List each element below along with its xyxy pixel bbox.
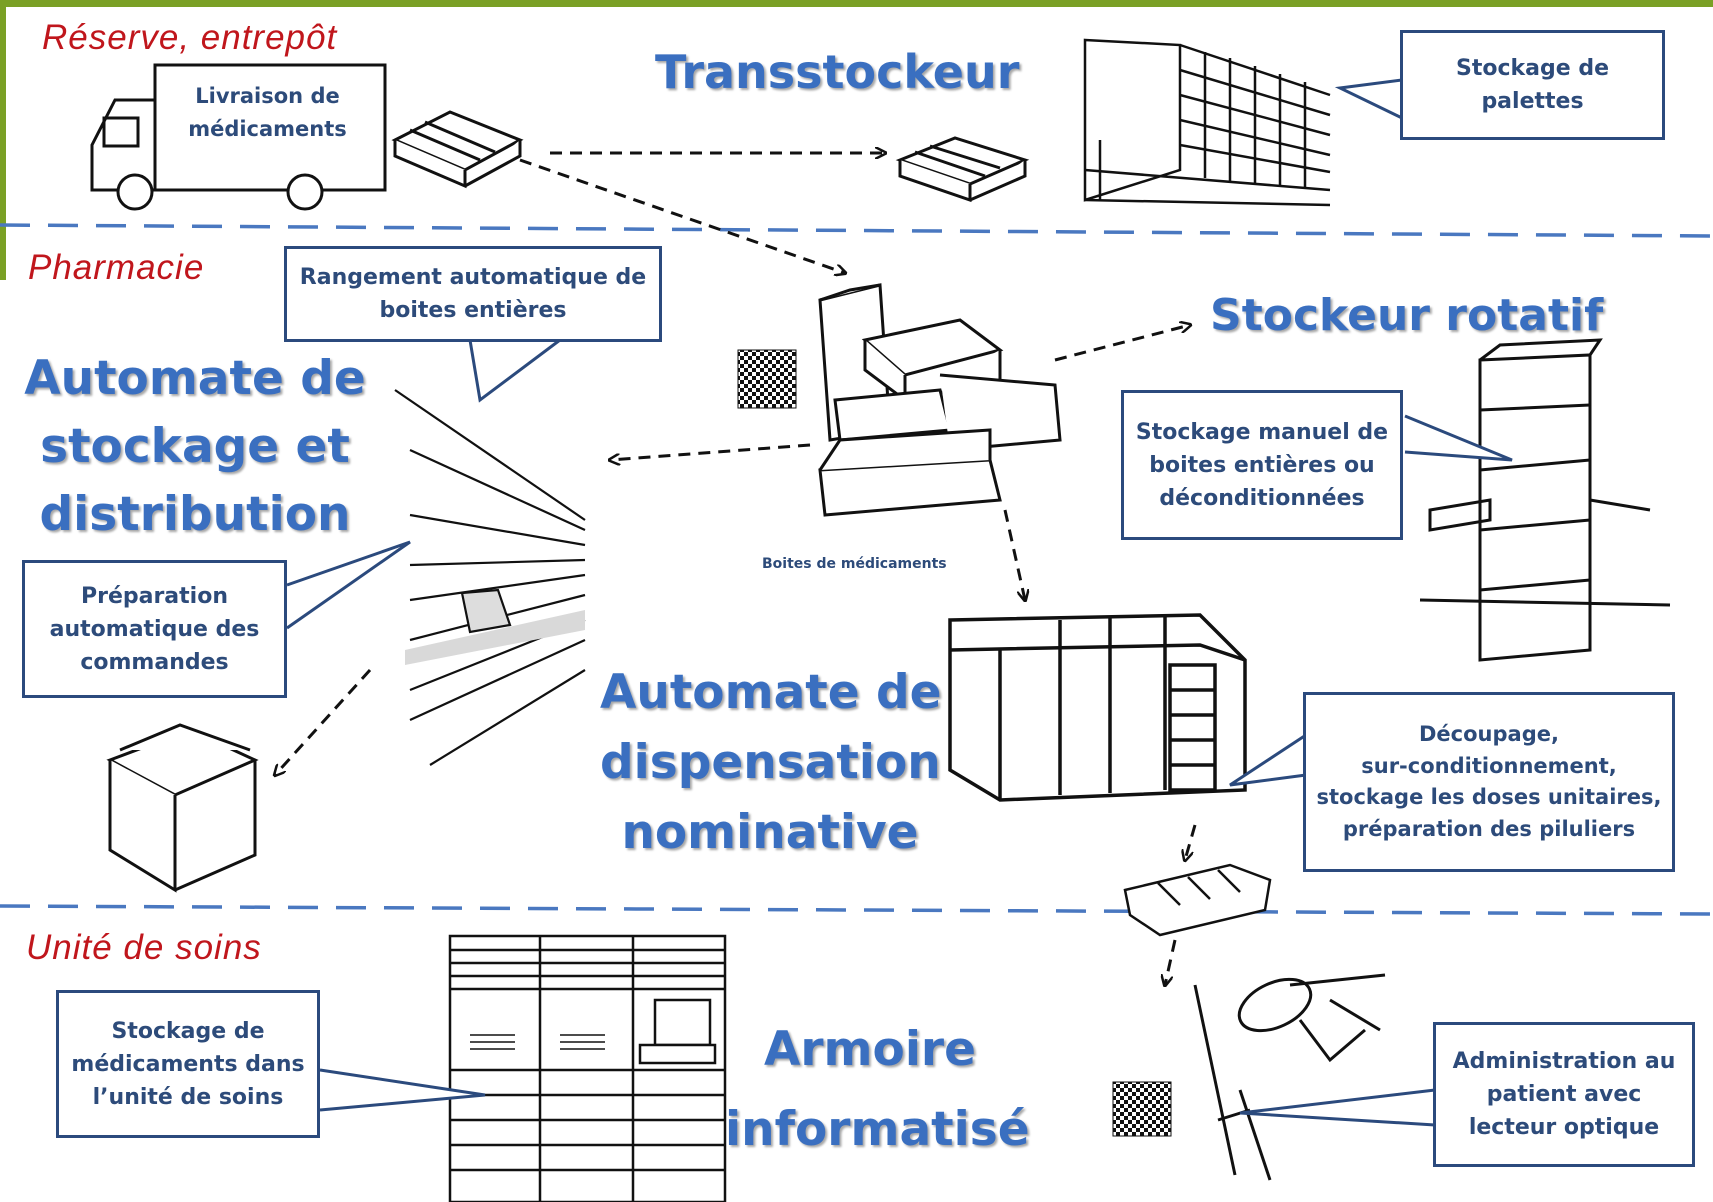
arrow-tray-to-scanner (1165, 939, 1177, 985)
callout-preparation-line-1: Préparation (80, 583, 228, 609)
title-automate-dispensation-line-3: nominative (621, 805, 919, 860)
callout-administration-line-2: patient avec (1486, 1082, 1642, 1107)
truck-icon (90, 63, 387, 211)
tail-decoupage (1229, 733, 1307, 787)
pallet-icon (391, 110, 524, 189)
zone-label-pharmacie: Pharmacie (28, 248, 205, 287)
callout-preparation-line-2: automatique des (49, 616, 260, 642)
medicine-boxes-icon (818, 283, 1062, 517)
arrow-boxes-to-rotatif (1054, 325, 1190, 362)
callout-stockage-palettes-line-2: palettes (1481, 89, 1584, 114)
title-stockeur-rotatif: Stockeur rotatif (1210, 290, 1604, 341)
callout-stockage-unite: Stockage de médicaments dans l’unité de … (56, 990, 320, 1138)
callout-decoupage-line-2: sur-conditionnement, (1361, 753, 1617, 778)
tail-stockage-manuel (1404, 414, 1513, 462)
tail-stockage-palettes (1334, 78, 1403, 120)
title-armoire-line-1: Armoire (764, 1022, 976, 1077)
callout-administration-line-3: lecteur optique (1468, 1115, 1660, 1140)
callout-stockage-manuel-line-2: boites entières ou (1149, 452, 1375, 478)
title-automate-dispensation-line-1: Automate de (600, 665, 942, 720)
pallet-rack-icon (1083, 38, 1331, 207)
truck-label-line-1: Livraison de (195, 84, 340, 108)
callout-stockage-unite-line-1: Stockage de (111, 1018, 265, 1044)
divider-pharmacie-unite (0, 904, 1713, 916)
rotary-storage-icon (1419, 338, 1671, 662)
callout-decoupage-line-3: stockage les doses unitaires, (1316, 785, 1662, 809)
title-transstockeur: Transstockeur (655, 45, 1020, 99)
title-automate-stockage: Automate de stockage et distribution (20, 345, 370, 549)
zone-label-unite: Unité de soins (26, 928, 262, 967)
callout-rangement: Rangement automatique de boites entières (284, 246, 662, 342)
callout-preparation-line-3: commandes (80, 649, 229, 675)
callout-stockage-palettes-line-1: Stockage de (1456, 56, 1609, 81)
tail-preparation (286, 540, 411, 630)
arrow-pallet-to-boxes (519, 158, 845, 273)
title-automate-stockage-line-3: distribution (39, 487, 351, 542)
computerized-cabinet-icon (448, 934, 727, 1202)
title-armoire: Armoire informatisé (725, 1010, 1030, 1170)
callout-stockage-manuel-line-3: déconditionnées (1159, 485, 1365, 511)
title-automate-dispensation: Automate de dispensation nominative (600, 658, 942, 868)
callout-stockage-manuel: Stockage manuel de boites entières ou dé… (1121, 390, 1403, 540)
arrow-automate-to-box (275, 668, 372, 775)
callout-administration-line-1: Administration au (1452, 1049, 1676, 1074)
arrow-boxes-to-automate (610, 443, 811, 460)
tail-administration (1239, 1088, 1436, 1127)
callout-stockage-unite-line-2: médicaments dans (71, 1051, 305, 1077)
pill-tray-icon (1123, 863, 1272, 937)
callout-stockage-unite-line-3: l’unité de soins (92, 1084, 284, 1110)
flow-arrows (275, 153, 1197, 985)
callout-stockage-palettes: Stockage de palettes (1400, 30, 1665, 140)
open-box-icon (106, 723, 259, 893)
callout-preparation: Préparation automatique des commandes (22, 560, 287, 698)
dispensation-machine-icon (948, 613, 1247, 802)
title-automate-dispensation-line-2: dispensation (600, 735, 941, 790)
arrow-boxes-to-dispensation (1003, 509, 1025, 600)
qr-code-icon (737, 349, 797, 409)
divider-reserve-pharmacie (0, 223, 1713, 238)
callout-stockage-manuel-line-1: Stockage manuel de (1135, 419, 1389, 445)
title-armoire-line-2: informatisé (725, 1102, 1030, 1157)
callout-rangement-line-2: boites entières (379, 298, 567, 323)
qr-code-icon-2 (1112, 1081, 1172, 1137)
callout-decoupage-line-1: Découpage, (1419, 722, 1559, 746)
frame-top (0, 0, 1713, 7)
title-automate-stockage-line-2: stockage et (40, 419, 350, 474)
callout-administration: Administration au patient avec lecteur o… (1433, 1022, 1695, 1167)
pallet-icon-2 (895, 136, 1030, 203)
callout-tails (286, 78, 1513, 1127)
tail-rangement (468, 338, 561, 403)
zone-label-reserve: Réserve, entrepôt (42, 18, 338, 57)
automated-storage-shelves-icon (394, 389, 586, 766)
callout-decoupage-line-4: préparation des piluliers (1342, 816, 1636, 841)
hand-scanner-icon (1193, 973, 1386, 1181)
arrow-dispensation-to-tray (1185, 824, 1197, 860)
callout-rangement-line-1: Rangement automatique de (299, 265, 647, 290)
label-boites: Boites de médicaments (762, 556, 947, 572)
frame-left (0, 0, 6, 280)
title-automate-stockage-line-1: Automate de (24, 351, 366, 406)
truck-label: Livraison de médicaments (160, 80, 375, 146)
callout-decoupage: Découpage, sur-conditionnement, stockage… (1303, 692, 1675, 872)
tail-stockage-unite (319, 1068, 486, 1112)
truck-label-line-2: médicaments (188, 117, 347, 141)
